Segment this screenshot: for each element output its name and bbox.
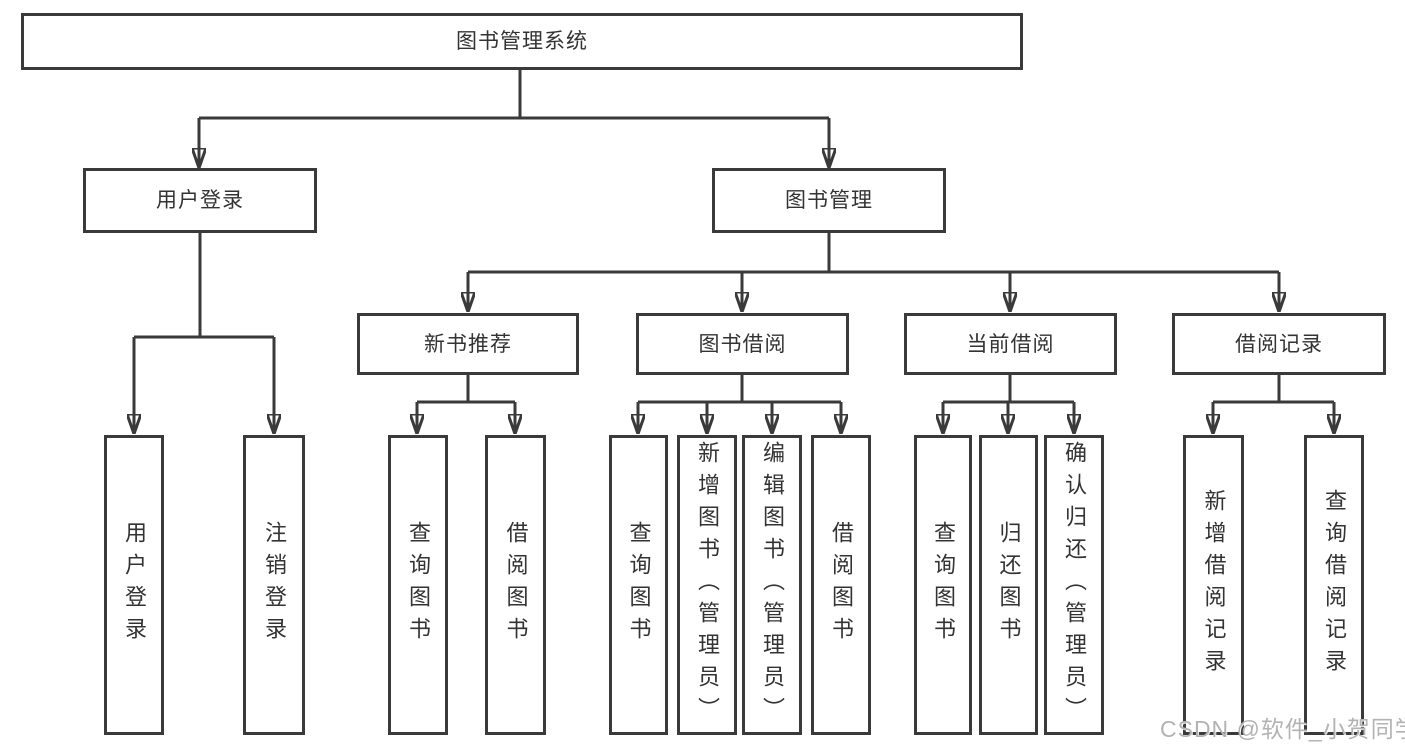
node-borrow-records: 借阅记录 xyxy=(1172,313,1386,375)
node-new-book-recommend: 新书推荐 xyxy=(357,313,579,375)
node-leaf-confirm-return-admin: 确认归还（管理员） xyxy=(1044,435,1104,735)
node-leaf-user-login: 用户登录 xyxy=(104,435,164,735)
node-leaf-logout: 注销登录 xyxy=(243,435,305,735)
node-current-borrow: 当前借阅 xyxy=(904,313,1117,375)
node-book-borrow: 图书借阅 xyxy=(636,313,849,375)
node-leaf-add-books-admin: 新增图书（管理员） xyxy=(677,435,737,735)
node-leaf-query-borrow-record: 查询借阅记录 xyxy=(1304,435,1364,735)
csdn-watermark: CSDN @软件_小贺同学 xyxy=(1160,716,1405,742)
node-leaf-borrow-books: 借阅图书 xyxy=(811,435,871,735)
node-leaf-borrow-books-recommend: 借阅图书 xyxy=(485,435,546,735)
node-leaf-return-books: 归还图书 xyxy=(979,435,1038,735)
node-leaf-query-books-recommend: 查询图书 xyxy=(388,435,448,735)
node-library-system: 图书管理系统 xyxy=(21,13,1023,70)
node-leaf-query-books-borrow: 查询图书 xyxy=(609,435,668,735)
node-user-login: 用户登录 xyxy=(83,168,317,233)
node-leaf-add-borrow-record: 新增借阅记录 xyxy=(1183,435,1244,735)
node-book-management: 图书管理 xyxy=(712,168,946,233)
node-leaf-edit-books-admin: 编辑图书（管理员） xyxy=(742,435,802,735)
node-leaf-query-books-current: 查询图书 xyxy=(914,435,972,735)
